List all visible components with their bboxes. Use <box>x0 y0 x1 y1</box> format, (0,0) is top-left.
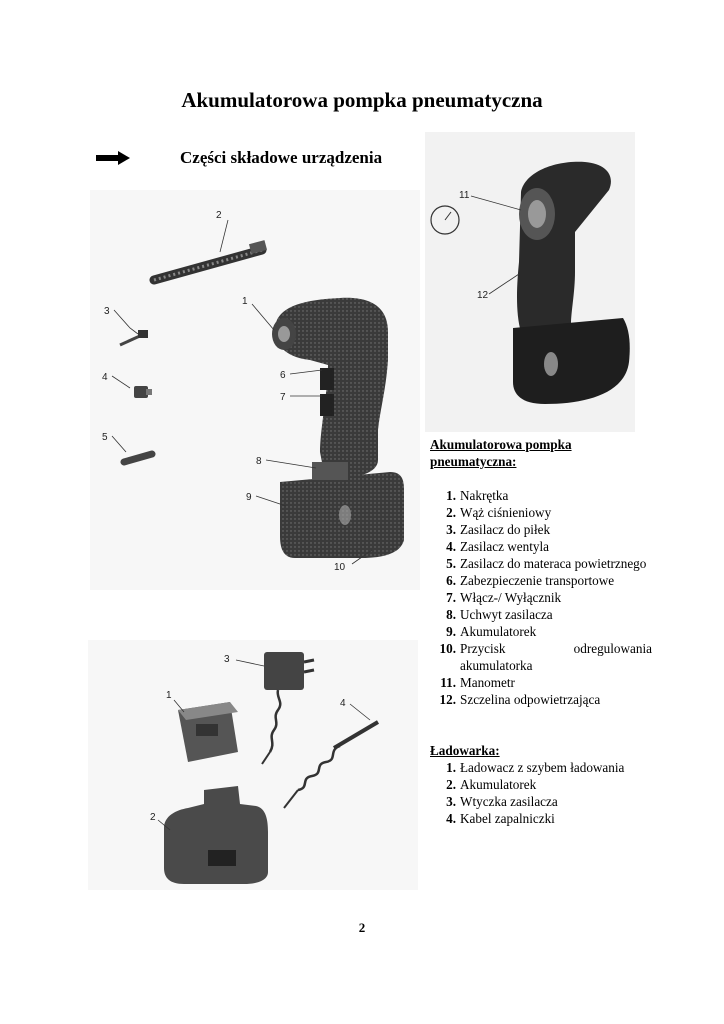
callout-9: 9 <box>246 492 252 503</box>
callout-charger-2: 2 <box>150 812 156 823</box>
pump-parts-heading-line1: Akumulatorowa pompka <box>430 437 572 452</box>
pump-exploded-figure: 2 3 4 5 1 6 7 8 9 10 <box>90 190 420 590</box>
list-item: 2.Akumulatorek <box>446 777 537 792</box>
list-item: 6.Zabezpieczenie transportowe <box>446 573 615 588</box>
charger-parts-heading: Ładowarka: <box>430 743 500 758</box>
callout-4: 4 <box>102 372 108 383</box>
page-title: Akumulatorowa pompka pneumatyczna <box>181 88 543 112</box>
list-item: 3.Zasilacz do piłek <box>446 522 551 537</box>
charger-cradle-drawing <box>178 702 238 762</box>
list-item: 5.Zasilacz do materaca powietrznego <box>446 556 647 571</box>
page-number: 2 <box>358 920 366 935</box>
arrow-right-icon <box>96 151 130 165</box>
ball-adapter-drawing <box>119 330 148 347</box>
list-item: 11.Manometr <box>440 675 515 690</box>
charger-figure: 1 2 3 4 <box>88 640 418 890</box>
callout-charger-1: 1 <box>166 690 172 701</box>
pump-rear-figure: 11 12 <box>425 132 635 432</box>
pressure-hose-drawing <box>149 240 268 285</box>
callout-1: 1 <box>242 296 248 307</box>
car-lighter-cable-drawing <box>283 720 380 809</box>
callout-3: 3 <box>104 306 110 317</box>
pump-rear-body-drawing <box>513 161 630 404</box>
list-item: 10.Przycisk odregulowania akumulatorka <box>439 641 652 673</box>
charger-parts-list: 1.Ładowacz z szybem ładowania 2.Akumulat… <box>430 759 652 827</box>
list-item: 8.Uchwyt zasilacza <box>446 607 553 622</box>
list-item: 3.Wtyczka zasilacza <box>446 794 558 809</box>
pump-body-drawing <box>272 297 404 558</box>
callout-11: 11 <box>459 190 470 201</box>
callout-6: 6 <box>280 370 286 381</box>
mattress-adapter-drawing <box>120 450 156 466</box>
list-item: 2.Wąż ciśnieniowy <box>446 505 552 520</box>
pump-parts-list: 1.Nakrętka 2.Wąż ciśnieniowy 3.Zasilacz … <box>430 487 652 708</box>
list-item: 12.Szczelina odpowietrzająca <box>439 692 601 707</box>
list-item: 7.Włącz-/ Wyłącznik <box>446 590 562 605</box>
callout-8: 8 <box>256 456 262 467</box>
valve-adapter-drawing <box>134 386 152 398</box>
section-subtitle: Części składowe urządzenia <box>180 148 383 167</box>
battery-pack-drawing <box>164 786 268 884</box>
list-item: 4.Kabel zapalniczki <box>446 811 555 826</box>
power-plug-drawing <box>261 652 315 765</box>
callout-10: 10 <box>334 562 346 573</box>
callout-5: 5 <box>102 432 108 443</box>
list-item: 4.Zasilacz wentyla <box>446 539 549 554</box>
callout-charger-4: 4 <box>340 698 346 709</box>
callout-7: 7 <box>280 392 286 403</box>
list-item: 9.Akumulatorek <box>446 624 537 639</box>
parts-legend: Akumulatorowa pompka pneumatyczna: 1.Nak… <box>430 436 652 827</box>
callout-12: 12 <box>477 290 489 301</box>
manometer-icon <box>430 205 460 235</box>
pump-parts-heading-line2: pneumatyczna: <box>430 454 517 469</box>
list-item: 1.Ładowacz z szybem ładowania <box>446 760 625 775</box>
callout-charger-3: 3 <box>224 654 230 665</box>
list-item: 1.Nakrętka <box>446 488 509 503</box>
callout-2: 2 <box>216 210 222 221</box>
